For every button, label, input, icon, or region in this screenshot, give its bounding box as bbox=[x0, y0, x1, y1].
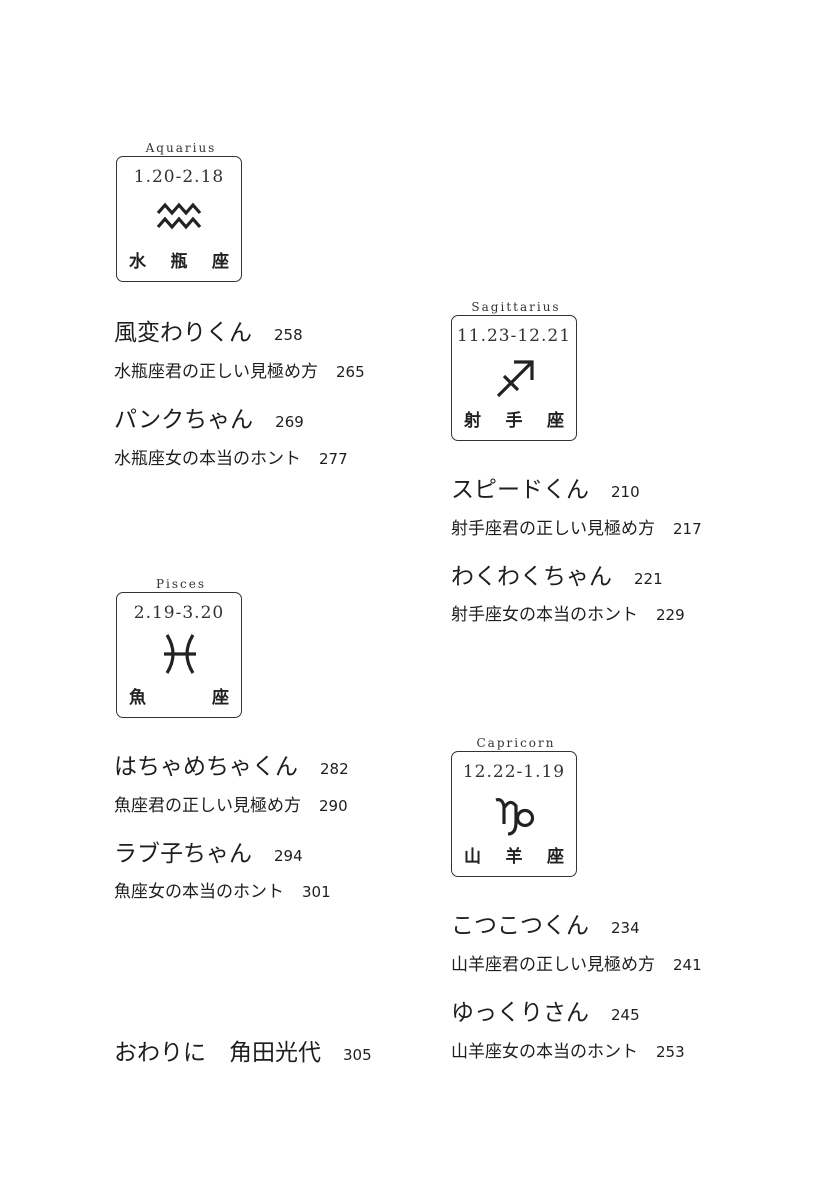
sign-badge: 12.22-1.19 山 羊 座 bbox=[451, 751, 577, 877]
toc-entry[interactable]: わくわくちゃん 221 bbox=[451, 557, 663, 591]
entry-title: はちゃめちゃくん bbox=[114, 754, 298, 780]
entry-title: ゆっくりさん bbox=[451, 1000, 589, 1026]
toc-entry[interactable]: 風変わりくん 258 bbox=[114, 313, 303, 347]
toc-entry[interactable]: スピードくん 210 bbox=[451, 470, 640, 504]
page-number: 245 bbox=[611, 1006, 640, 1024]
kanji-char: 座 bbox=[212, 252, 229, 272]
page-number: 258 bbox=[274, 326, 303, 344]
toc-entry[interactable]: ラブ子ちゃん 294 bbox=[114, 834, 303, 868]
toc-entry[interactable]: 射手座君の正しい見極め方 217 bbox=[451, 514, 702, 539]
kanji-char: 瓶 bbox=[170, 252, 188, 272]
page-number: 282 bbox=[320, 760, 349, 778]
toc-entry-closing[interactable]: おわりに 角田光代 305 bbox=[114, 1033, 372, 1067]
toc-entry[interactable]: 山羊座君の正しい見極め方 241 bbox=[451, 950, 702, 975]
entry-title: 魚座女の本当のホント bbox=[114, 882, 284, 902]
aquarius-icon bbox=[156, 202, 202, 230]
page-number: 241 bbox=[673, 956, 702, 974]
entry-title: 山羊座君の正しい見極め方 bbox=[451, 955, 655, 975]
entry-title: パンクちゃん bbox=[114, 407, 254, 433]
kanji-char: 座 bbox=[547, 847, 564, 867]
page-number: 305 bbox=[343, 1046, 372, 1064]
entry-title: 水瓶座女の本当のホント bbox=[114, 449, 301, 469]
page-number: 221 bbox=[634, 570, 663, 588]
entry-title: おわりに 角田光代 bbox=[114, 1040, 321, 1066]
kanji-char: 射 bbox=[464, 411, 481, 431]
sign-badge: 1.20-2.18 水 瓶 座 bbox=[116, 156, 242, 282]
toc-entry[interactable]: パンクちゃん 269 bbox=[114, 400, 304, 434]
sign-kanji: 魚 座 bbox=[129, 683, 229, 708]
page-number: 277 bbox=[319, 450, 348, 468]
toc-entry[interactable]: 水瓶座君の正しい見極め方 265 bbox=[114, 357, 365, 382]
sign-name: Pisces bbox=[155, 577, 207, 591]
capricorn-icon bbox=[495, 798, 535, 836]
entry-title: こつこつくん bbox=[451, 913, 589, 939]
sign-kanji: 水 瓶 座 bbox=[129, 247, 229, 272]
capricorn-sign: Capricorn 12.22-1.19 山 羊 座 bbox=[451, 735, 581, 877]
sign-dates: 2.19-3.20 bbox=[133, 603, 225, 623]
entry-title: スピードくん bbox=[451, 477, 589, 503]
kanji-char: 魚 bbox=[129, 688, 146, 708]
toc-entry[interactable]: ゆっくりさん 245 bbox=[451, 993, 640, 1027]
entry-title: 射手座君の正しい見極め方 bbox=[451, 519, 655, 539]
toc-entry[interactable]: 水瓶座女の本当のホント 277 bbox=[114, 444, 348, 469]
sign-dates: 12.22-1.19 bbox=[462, 762, 566, 782]
page-number: 210 bbox=[611, 483, 640, 501]
toc-entry[interactable]: 山羊座女の本当のホント 253 bbox=[451, 1037, 685, 1062]
sign-badge: 2.19-3.20 魚 座 bbox=[116, 592, 242, 718]
entry-title: 魚座君の正しい見極め方 bbox=[114, 796, 301, 816]
toc-entry[interactable]: はちゃめちゃくん 282 bbox=[114, 747, 349, 781]
kanji-char: 座 bbox=[547, 411, 564, 431]
entry-title: ラブ子ちゃん bbox=[114, 841, 252, 867]
kanji-char: 手 bbox=[505, 411, 523, 431]
entry-title: わくわくちゃん bbox=[451, 564, 612, 590]
page-number: 269 bbox=[275, 413, 304, 431]
toc-entry[interactable]: 魚座女の本当のホント 301 bbox=[114, 877, 331, 902]
sign-badge: 11.23-12.21 射 手 座 bbox=[451, 315, 577, 441]
pisces-sign: Pisces 2.19-3.20 魚 座 bbox=[116, 576, 246, 718]
page-number: 253 bbox=[656, 1043, 685, 1061]
aquarius-sign: Aquarius 1.20-2.18 水 瓶 座 bbox=[116, 140, 246, 282]
page-number: 229 bbox=[656, 606, 685, 624]
page-number: 294 bbox=[274, 847, 303, 865]
toc-entry[interactable]: 射手座女の本当のホント 229 bbox=[451, 600, 685, 625]
sign-kanji: 山 羊 座 bbox=[464, 842, 564, 867]
toc-entry[interactable]: こつこつくん 234 bbox=[451, 906, 640, 940]
entry-title: 水瓶座君の正しい見極め方 bbox=[114, 362, 318, 382]
toc-entry[interactable]: 魚座君の正しい見極め方 290 bbox=[114, 791, 348, 816]
sign-name: Aquarius bbox=[145, 141, 217, 155]
entry-title: 風変わりくん bbox=[114, 320, 252, 346]
page-number: 217 bbox=[673, 520, 702, 538]
sign-dates: 1.20-2.18 bbox=[133, 167, 225, 187]
kanji-char: 座 bbox=[212, 688, 229, 708]
page-number: 234 bbox=[611, 919, 640, 937]
sagittarius-sign: Sagittarius 11.23-12.21 射 手 座 bbox=[451, 299, 581, 441]
page-number: 265 bbox=[336, 363, 365, 381]
sagittarius-icon bbox=[496, 360, 534, 398]
entry-title: 山羊座女の本当のホント bbox=[451, 1042, 638, 1062]
page-number: 290 bbox=[319, 797, 348, 815]
pisces-icon bbox=[164, 634, 196, 674]
kanji-char: 水 bbox=[129, 252, 146, 272]
sign-name: Sagittarius bbox=[471, 300, 561, 314]
sign-dates: 11.23-12.21 bbox=[456, 326, 572, 346]
entry-title: 射手座女の本当のホント bbox=[451, 605, 638, 625]
sign-name: Capricorn bbox=[476, 736, 556, 750]
page-number: 301 bbox=[302, 883, 331, 901]
sign-kanji: 射 手 座 bbox=[464, 406, 564, 431]
kanji-char: 羊 bbox=[505, 847, 523, 867]
kanji-char: 山 bbox=[464, 847, 481, 867]
